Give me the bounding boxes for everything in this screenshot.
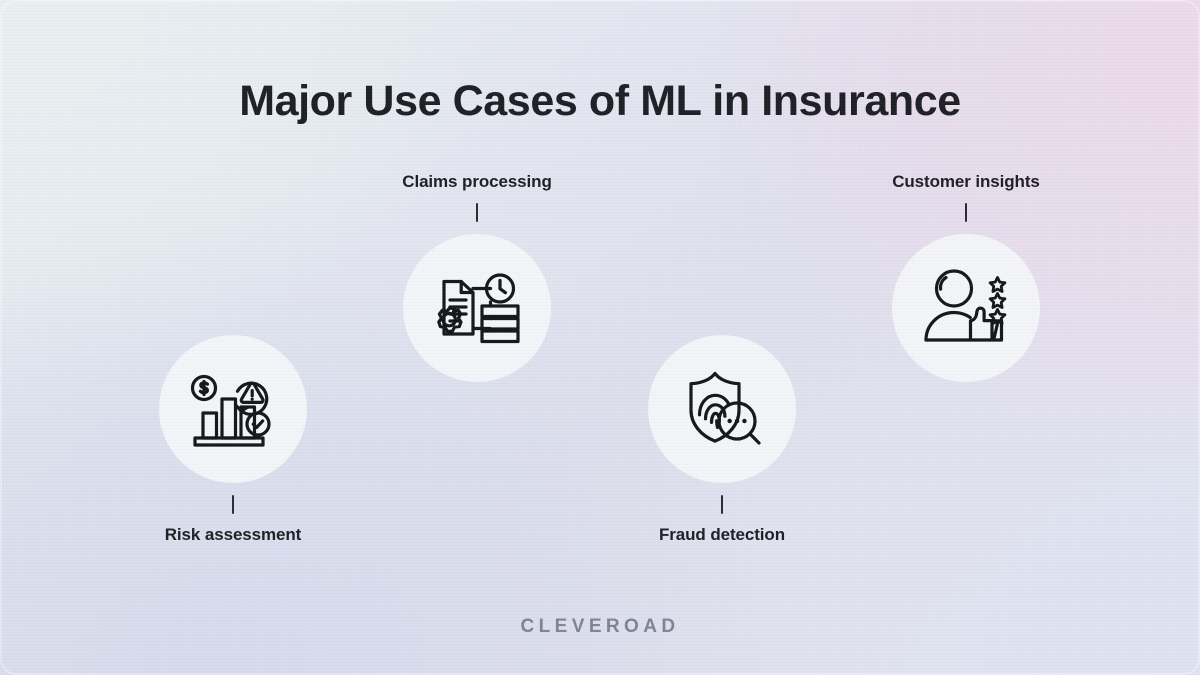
connector-line-claims-processing xyxy=(476,203,478,222)
brand-wordmark: CLEVEROAD xyxy=(520,616,680,637)
node-label-fraud-detection: Fraud detection xyxy=(658,525,785,544)
node-customer-insights: Customer insights xyxy=(836,172,1096,382)
node-label-customer-insights: Customer insights xyxy=(892,172,1040,191)
document-gear-clock-icon xyxy=(437,273,520,344)
connector-line-customer-insights xyxy=(965,203,967,222)
node-risk-assessment: Risk assessment xyxy=(103,335,363,545)
icon-circle-claims-processing xyxy=(403,234,551,382)
shield-fingerprint-magnifier-icon xyxy=(689,371,761,445)
node-claims-processing: Claims processing xyxy=(347,172,607,382)
icon-circle-risk-assessment xyxy=(159,335,307,483)
node-fraud-detection: Fraud detection xyxy=(592,335,852,545)
node-label-claims-processing: Claims processing xyxy=(402,172,552,191)
connector-line-fraud-detection xyxy=(721,495,723,514)
page-title: Major Use Cases of ML in Insurance xyxy=(239,76,961,125)
person-thumbsup-stars-icon xyxy=(924,269,1007,342)
icon-circle-fraud-detection xyxy=(648,335,796,483)
connector-line-risk-assessment xyxy=(232,495,234,514)
icon-circle-customer-insights xyxy=(892,234,1040,382)
bar-chart-risk-icon xyxy=(190,374,271,447)
node-label-risk-assessment: Risk assessment xyxy=(164,525,302,544)
